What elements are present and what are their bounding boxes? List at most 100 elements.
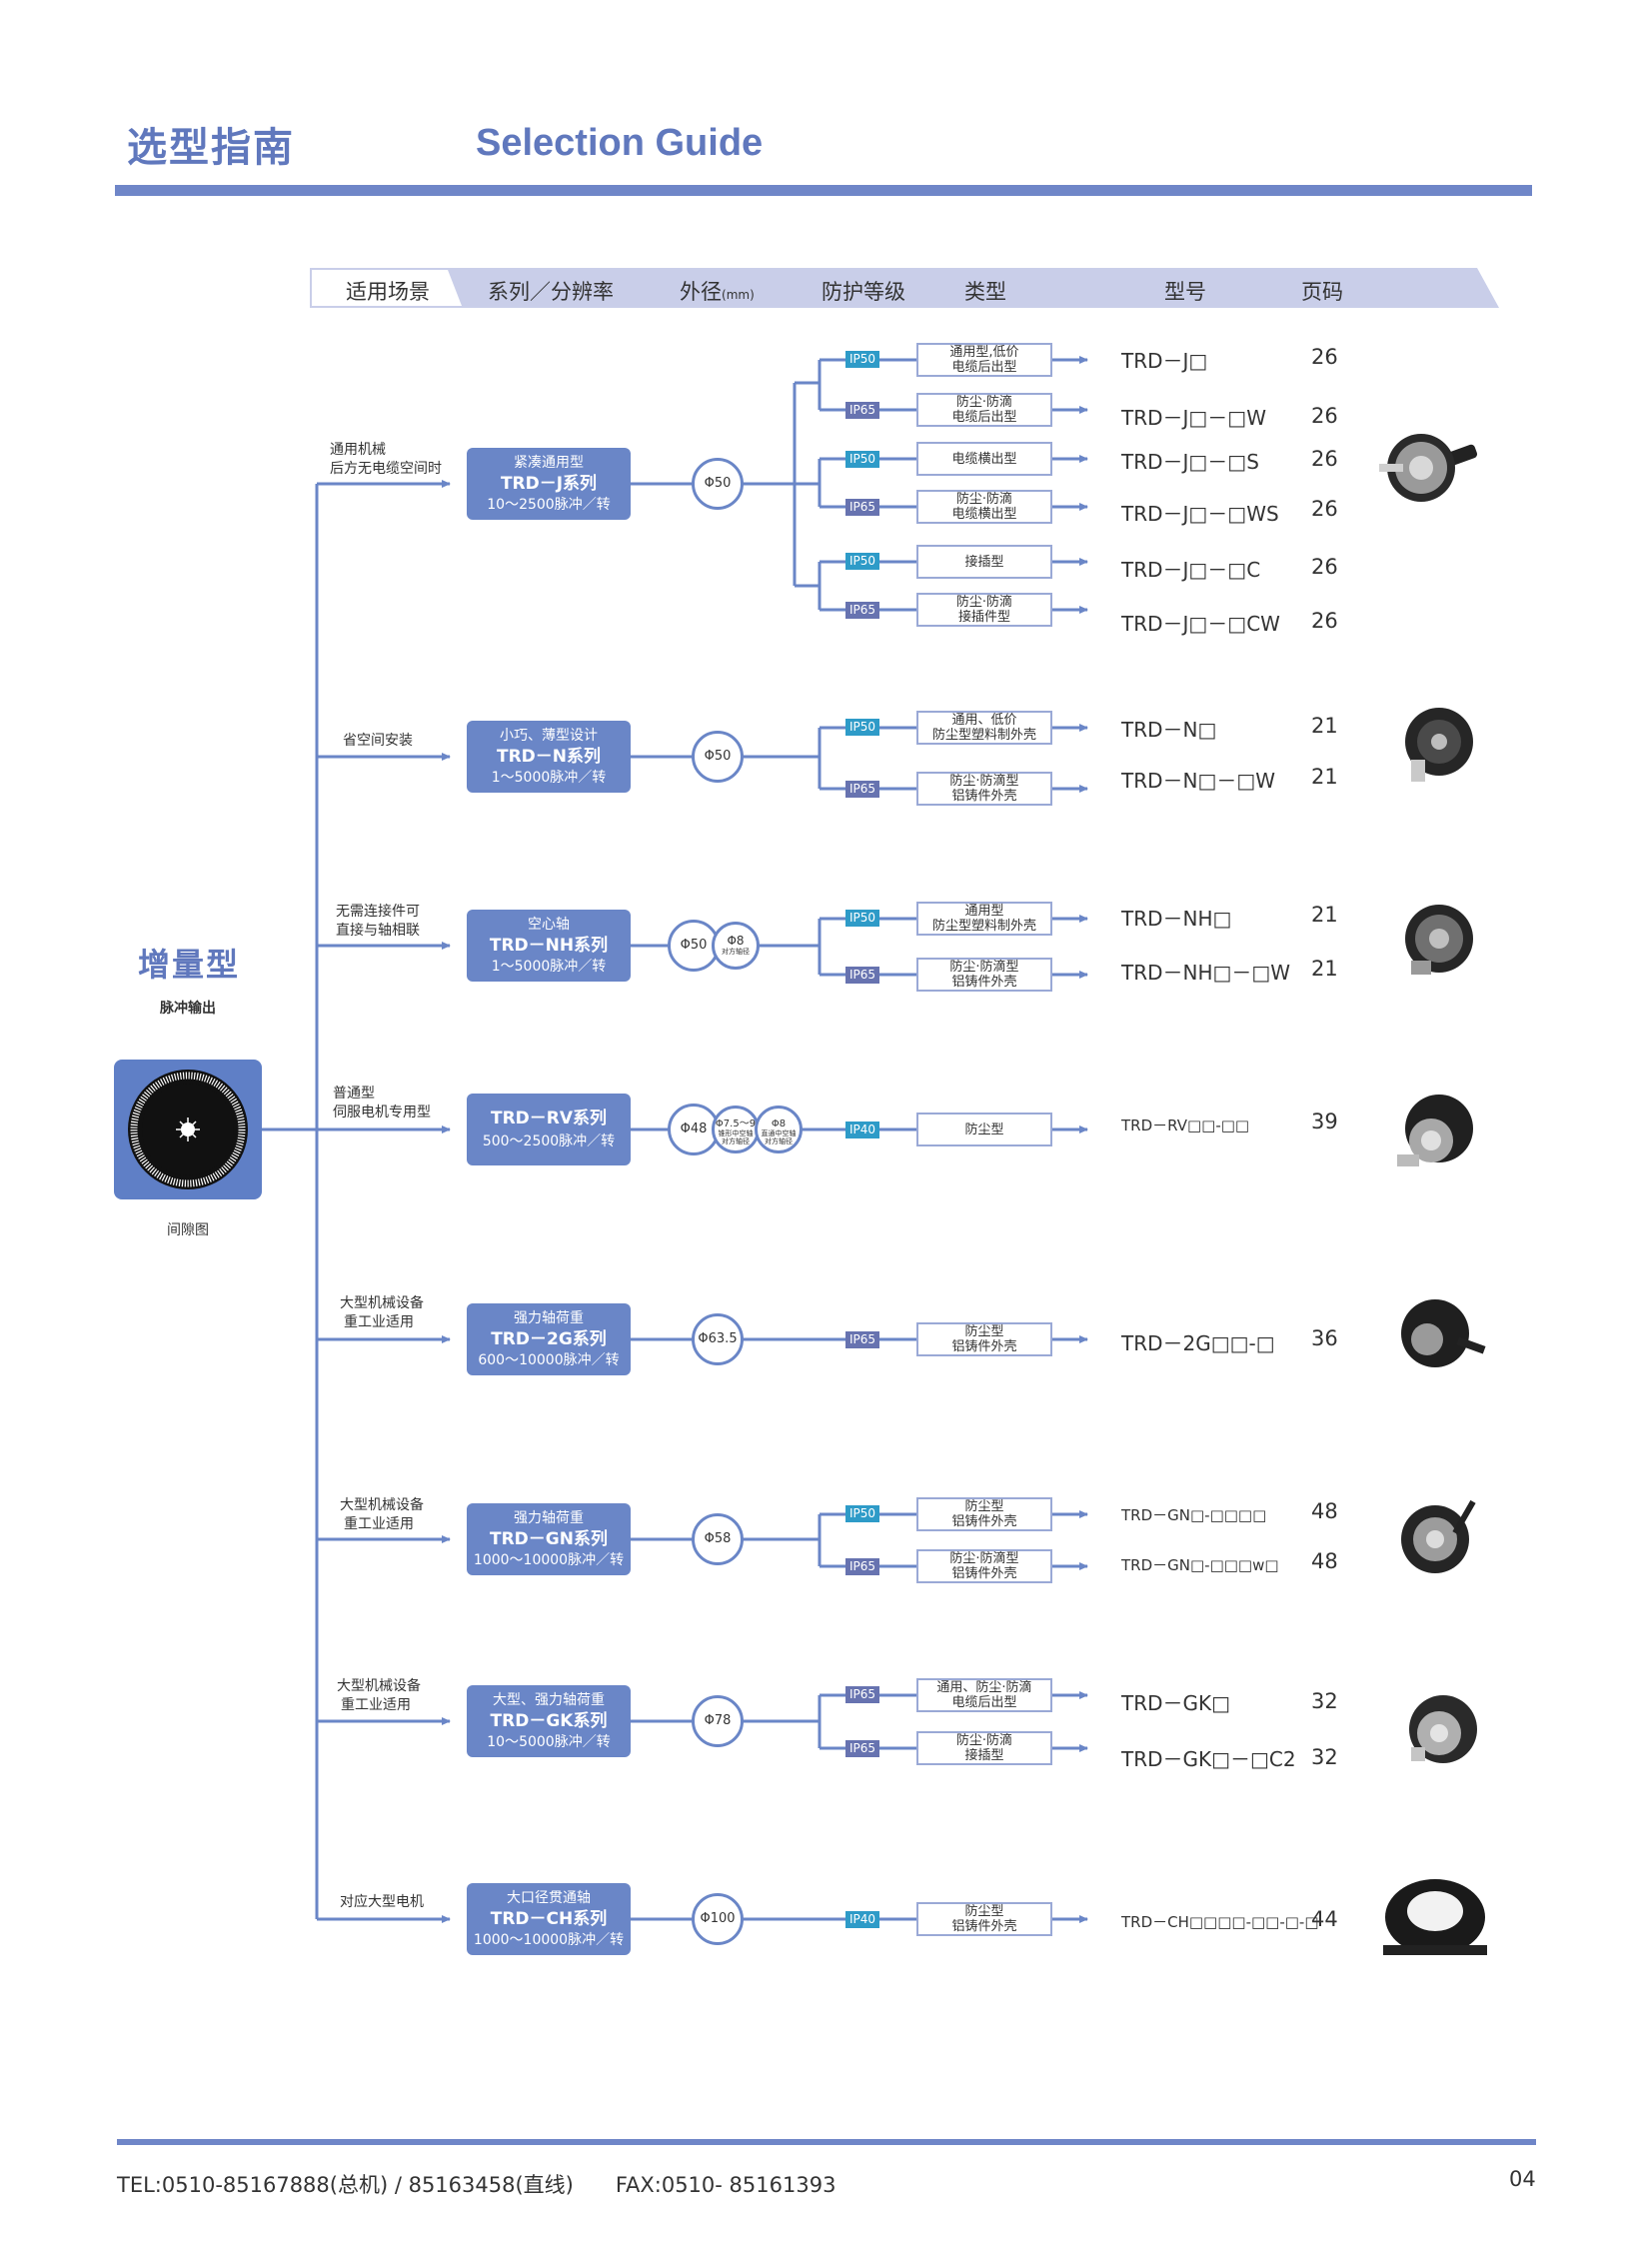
page-title-en: Selection Guide: [476, 122, 764, 164]
ip-badge: IP65: [845, 602, 879, 619]
encoder-photo: [1401, 1499, 1476, 1573]
category-title: 增量型: [138, 946, 241, 984]
type-box: 防尘·防滴接插型: [916, 1731, 1052, 1765]
type-box: 通用、防尘·防滴电缆后出型: [916, 1678, 1052, 1712]
type-box: 通用型,低价电缆后出型: [916, 343, 1052, 377]
page-title-cn: 选型指南: [127, 125, 295, 171]
header-type: 类型: [964, 280, 1006, 304]
header-diameter: 外径(mm): [680, 280, 755, 304]
model-code: TRD－GN□-□□□□: [1121, 1506, 1267, 1524]
model-code: TRD－J□－□WS: [1121, 502, 1279, 526]
ip-badge: IP65: [845, 1686, 879, 1703]
type-box: 防尘型铝铸件外壳: [916, 1902, 1052, 1936]
type-box: 防尘·防滴型铝铸件外壳: [916, 772, 1052, 806]
model-code: TRD－RV□□-□□: [1121, 1117, 1250, 1134]
ip-badge: IP50: [845, 553, 879, 570]
ip-badge: IP65: [845, 1558, 879, 1575]
diameter-circle: Φ50: [692, 731, 744, 783]
type-box: 防尘·防滴电缆横出型: [916, 490, 1052, 524]
type-box: 防尘·防滴型铝铸件外壳: [916, 1549, 1052, 1583]
encoder-photo: [1379, 434, 1478, 502]
encoder-photo: [1405, 708, 1473, 782]
scenario-label: 通用机械后方无电缆空间时: [330, 442, 442, 477]
encoder-photo: [1401, 1299, 1486, 1367]
title-rule: [115, 185, 1532, 196]
diameter-circle: Φ50: [692, 458, 744, 510]
page-ref: 26: [1311, 404, 1338, 428]
type-box: 防尘型铝铸件外壳: [916, 1322, 1052, 1356]
ip-badge: IP40: [845, 1911, 879, 1928]
ip-badge: IP65: [845, 781, 879, 798]
model-code: TRD－J□－□CW: [1121, 612, 1280, 636]
model-code: TRD－GK□: [1121, 1691, 1231, 1715]
scenario-label: 大型机械设备重工业适用: [340, 1497, 424, 1532]
page-ref: 21: [1311, 957, 1338, 981]
ip-badge: IP50: [845, 451, 879, 468]
page-ref: 26: [1311, 555, 1338, 579]
encoder-photo: [1383, 1879, 1487, 1955]
model-code: TRD－J□－□W: [1121, 406, 1266, 430]
header-series: 系列／分辨率: [488, 280, 614, 304]
page-ref: 44: [1311, 1907, 1338, 1931]
page-ref: 36: [1311, 1326, 1338, 1350]
page-ref: 48: [1311, 1549, 1338, 1573]
ip-badge: IP65: [845, 1331, 879, 1348]
type-box: 通用型防尘型塑料制外壳: [916, 902, 1052, 936]
model-code: TRD－GK□－□C2: [1121, 1747, 1296, 1771]
model-code: TRD－J□－□C: [1121, 558, 1261, 582]
page-ref: 26: [1311, 497, 1338, 521]
page-ref: 26: [1311, 447, 1338, 471]
encoder-disc-icon: [114, 1060, 262, 1199]
page-ref: 21: [1311, 903, 1338, 927]
encoder-photo: [1397, 1095, 1473, 1166]
model-code: TRD－NH□: [1121, 907, 1232, 931]
type-box: 防尘型: [916, 1113, 1052, 1146]
ip-badge: IP65: [845, 499, 879, 516]
model-code: TRD－2G□□-□: [1121, 1331, 1275, 1355]
scenario-label: 对应大型电机: [340, 1894, 424, 1910]
encoder-photo: [1409, 1695, 1477, 1763]
diameter-circle: Φ78: [692, 1695, 744, 1747]
scenario-label: 大型机械设备重工业适用: [340, 1295, 424, 1330]
page-ref: 26: [1311, 345, 1338, 369]
ip-badge: IP65: [845, 402, 879, 419]
table-header: 适用场景 系列／分辨率 外径(mm) 防护等级 类型 型号 页码: [310, 268, 1499, 308]
type-box: 防尘·防滴电缆后出型: [916, 393, 1052, 427]
page-ref: 32: [1311, 1689, 1338, 1713]
scenario-label: 大型机械设备重工业适用: [337, 1678, 421, 1713]
scenario-label: 普通型伺服电机专用型: [333, 1086, 431, 1121]
page-ref: 48: [1311, 1499, 1338, 1523]
ip-badge: IP65: [845, 1740, 879, 1757]
type-box: 防尘·防滴接插件型: [916, 593, 1052, 627]
ip-badge: IP65: [845, 967, 879, 984]
model-code: TRD－N□－□W: [1121, 769, 1276, 793]
diameter-circle: Φ50: [668, 920, 720, 972]
model-code: TRD－J□－□S: [1121, 450, 1259, 474]
header-page: 页码: [1301, 280, 1343, 304]
encoder-photo: [1405, 905, 1473, 975]
type-box: 电缆横出型: [916, 442, 1052, 476]
header-scenario: 适用场景: [346, 280, 430, 304]
page-ref: 21: [1311, 765, 1338, 789]
header-model: 型号: [1164, 280, 1206, 304]
diameter-circle: Φ58: [692, 1513, 744, 1565]
page-ref: 21: [1311, 714, 1338, 738]
scenario-label: 省空间安装: [343, 733, 413, 749]
type-box: 接插型: [916, 545, 1052, 579]
diameter-circle: Φ63.5: [692, 1313, 744, 1365]
footer-rule: [117, 2139, 1536, 2145]
model-code: TRD－NH□－□W: [1121, 961, 1291, 985]
type-box: 通用、低价防尘型塑料制外壳: [916, 711, 1052, 745]
footer-contact: TEL:0510-85167888(总机) / 85163458(直线) FAX…: [117, 2173, 836, 2197]
model-code: TRD－GN□-□□□w□: [1121, 1556, 1279, 1574]
